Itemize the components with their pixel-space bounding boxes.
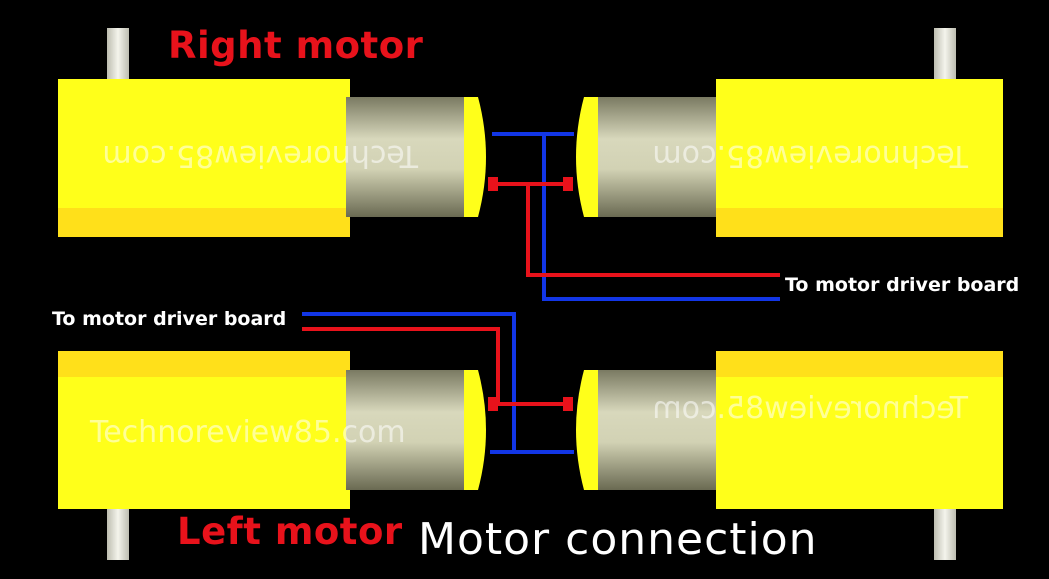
watermark: Technoreview85.com: [652, 138, 969, 173]
motor-terminal: [563, 397, 573, 411]
gearbox: [58, 351, 350, 509]
right-motor-label: Right motor: [168, 24, 424, 67]
motor-top-left: Technoreview85.com: [58, 28, 486, 237]
red-wire: [302, 327, 500, 404]
gearbox: [716, 351, 1003, 509]
motor-top-right: Technoreview85.com: [576, 28, 1003, 237]
motor-terminal: [488, 397, 498, 411]
axle-shaft: [934, 500, 956, 560]
motor-endcap: [464, 97, 486, 217]
motor-endcap: [576, 97, 598, 217]
motor-can: [598, 370, 716, 490]
motor-endcap: [576, 370, 598, 490]
watermark: Technoreview85.com: [102, 138, 419, 173]
gearbox-stripe: [58, 351, 350, 377]
motor-bottom-left: Technoreview85.com: [58, 351, 486, 560]
watermark: Technoreview85.com: [652, 391, 969, 426]
blue-wire: [542, 134, 780, 301]
left-motor-label: Left motor: [177, 510, 403, 553]
axle-shaft: [934, 28, 956, 88]
motor-can: [598, 97, 716, 217]
bottom-wiring: [302, 312, 574, 454]
motor-terminal: [488, 177, 498, 191]
axle-shaft: [107, 28, 129, 88]
gearbox-stripe: [716, 208, 1003, 237]
motor-can: [346, 370, 464, 490]
axle-shaft: [107, 500, 129, 560]
motor-bottom-right: Technoreview85.com: [576, 351, 1003, 560]
motor-can: [346, 97, 464, 217]
gearbox-stripe: [58, 208, 350, 237]
motor-terminal: [563, 177, 573, 191]
driver-board-label-right: To motor driver board: [785, 274, 1020, 296]
top-wiring: [488, 132, 780, 301]
caption: Motor connection: [418, 514, 818, 565]
red-wire: [526, 184, 780, 277]
watermark: Technoreview85.com: [89, 415, 406, 450]
motor-endcap: [464, 370, 486, 490]
gearbox-stripe: [716, 351, 1003, 377]
driver-board-label-left: To motor driver board: [52, 308, 287, 330]
